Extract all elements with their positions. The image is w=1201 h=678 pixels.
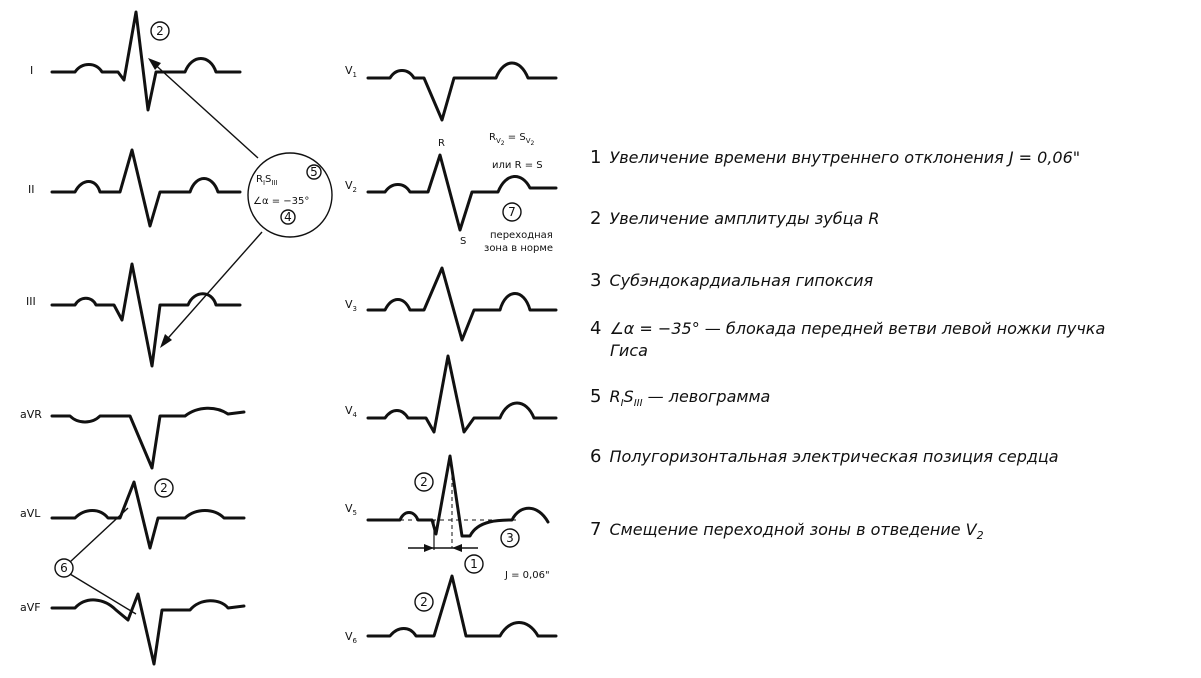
legend-text-4-line2: Гиса xyxy=(610,341,648,360)
marker-1-V5 xyxy=(464,554,484,574)
legend-item-2: 2 Увеличение амплитуды зубца R xyxy=(590,208,1190,230)
lead-label-I: I xyxy=(30,64,33,77)
ecg-trace-V3 xyxy=(366,266,558,342)
arrowhead-lead-I xyxy=(148,58,161,70)
v5-j-arrow-left xyxy=(424,544,434,552)
ecg-trace-aVF xyxy=(50,592,246,666)
lead-label-aVF: aVF xyxy=(20,601,41,614)
marker-3-V5 xyxy=(500,528,520,548)
bubble-marker-4 xyxy=(280,209,296,225)
legend-number-4: 4 xyxy=(590,318,602,339)
ecg-trace-V5 xyxy=(366,454,550,538)
lead-label-aVR: aVR xyxy=(20,408,42,421)
marker-2-V6 xyxy=(414,592,434,612)
legend-number-5: 5 xyxy=(590,386,602,407)
lead-label-V1: V1 xyxy=(345,64,357,79)
marker-6-text: 6 xyxy=(60,561,68,575)
lead-label-V2: V2 xyxy=(345,179,357,194)
ecg-trace-II xyxy=(50,148,242,228)
legend-text-5: RISIII — левограмма xyxy=(609,387,771,410)
marker-3-V5-text: 3 xyxy=(506,531,514,545)
marker-1-V5-text: 1 xyxy=(470,557,478,571)
v2-s-wave-label: S xyxy=(460,236,466,247)
marker-7-text: 7 xyxy=(508,205,516,219)
legend-number-1: 1 xyxy=(590,147,602,168)
legend-item-1: 1 Увеличение времени внутреннего отклонен… xyxy=(590,147,1190,169)
legend-text-1: Увеличение времени внутреннего отклонени… xyxy=(609,148,1081,167)
legend-text-4: ∠α = −35° — блокада передней ветви левой… xyxy=(609,319,1106,338)
legend-item-5: 5 RISIII — левограмма xyxy=(590,386,1190,415)
legend-item-7: 7 Смещение переходной зоны в отведение V2 xyxy=(590,519,1190,547)
lead-label-aVL: aVL xyxy=(20,507,41,520)
lead-label-III: III xyxy=(26,295,36,308)
marker-2-lead-I-text: 2 xyxy=(156,24,164,38)
v2-rv2-equals-sv2: RV2 = SV2 xyxy=(489,132,534,147)
arrow-to-lead-I xyxy=(149,59,259,159)
marker-7 xyxy=(502,202,522,222)
legend-text-3: Субэндокардиальная гипоксия xyxy=(609,271,874,290)
transition-zone-line2: зона в норме xyxy=(484,243,553,254)
arrowhead-lead-III xyxy=(160,334,172,348)
ecg-trace-V2 xyxy=(366,153,558,232)
lead-label-II: II xyxy=(28,183,35,196)
marker-2-lead-aVL xyxy=(154,478,174,498)
legend-text-6: Полугоризонтальная электрическая позиция… xyxy=(609,447,1059,466)
ecg-trace-V1 xyxy=(366,61,558,122)
line-6-to-aVF xyxy=(69,573,137,615)
bubble-marker-4-text: 4 xyxy=(284,210,292,224)
marker-2-V5 xyxy=(414,472,434,492)
lead-label-V3: V3 xyxy=(345,298,357,313)
legend-number-2: 2 xyxy=(590,208,602,229)
legend-item-6: 6 Полугоризонтальная электрическая позици… xyxy=(590,446,1190,468)
legend-number-3: 3 xyxy=(590,270,602,291)
legend-number-7: 7 xyxy=(590,519,602,540)
legend-text-2: Увеличение амплитуды зубца R xyxy=(609,209,880,228)
lead-label-V5: V5 xyxy=(345,502,357,517)
legend-item-4: 4 ∠α = −35° — блокада передней ветви лево… xyxy=(590,318,1190,362)
marker-6 xyxy=(54,558,74,578)
axis-bubble xyxy=(247,152,333,238)
j-interval-label: J = 0,06" xyxy=(504,570,550,581)
ecg-trace-aVR xyxy=(50,406,246,470)
bubble-r-label: RISIII xyxy=(256,174,278,187)
ecg-trace-V4 xyxy=(366,354,558,434)
legend-number-6: 6 xyxy=(590,446,602,467)
ecg-trace-V6 xyxy=(366,574,558,638)
bubble-marker-5-text: 5 xyxy=(310,165,318,179)
v2-or-r-equals-s: или R = S xyxy=(492,160,543,171)
bubble-marker-5 xyxy=(306,164,322,180)
bubble-angle-label: ∠α = −35° xyxy=(253,196,309,207)
marker-2-lead-I xyxy=(150,21,170,41)
v2-r-wave-label: R xyxy=(438,138,445,149)
lead-label-V6: V6 xyxy=(345,630,358,645)
legend-text-7: Смещение переходной зоны в отведение V2 xyxy=(609,520,984,543)
legend-item-3: 3 Субэндокардиальная гипоксия xyxy=(590,270,1190,292)
ecg-trace-III xyxy=(50,262,242,368)
marker-2-V5-text: 2 xyxy=(420,475,428,489)
transition-zone-line1: переходная xyxy=(490,230,553,241)
ecg-trace-I xyxy=(50,10,242,112)
marker-2-lead-aVL-text: 2 xyxy=(160,481,168,495)
v5-j-arrow-right xyxy=(452,544,462,552)
lead-label-V4: V4 xyxy=(345,404,358,419)
marker-2-V6-text: 2 xyxy=(420,595,428,609)
line-6-to-aVL xyxy=(69,507,129,563)
arrow-to-lead-III xyxy=(161,231,263,346)
ecg-trace-aVL xyxy=(50,480,246,550)
